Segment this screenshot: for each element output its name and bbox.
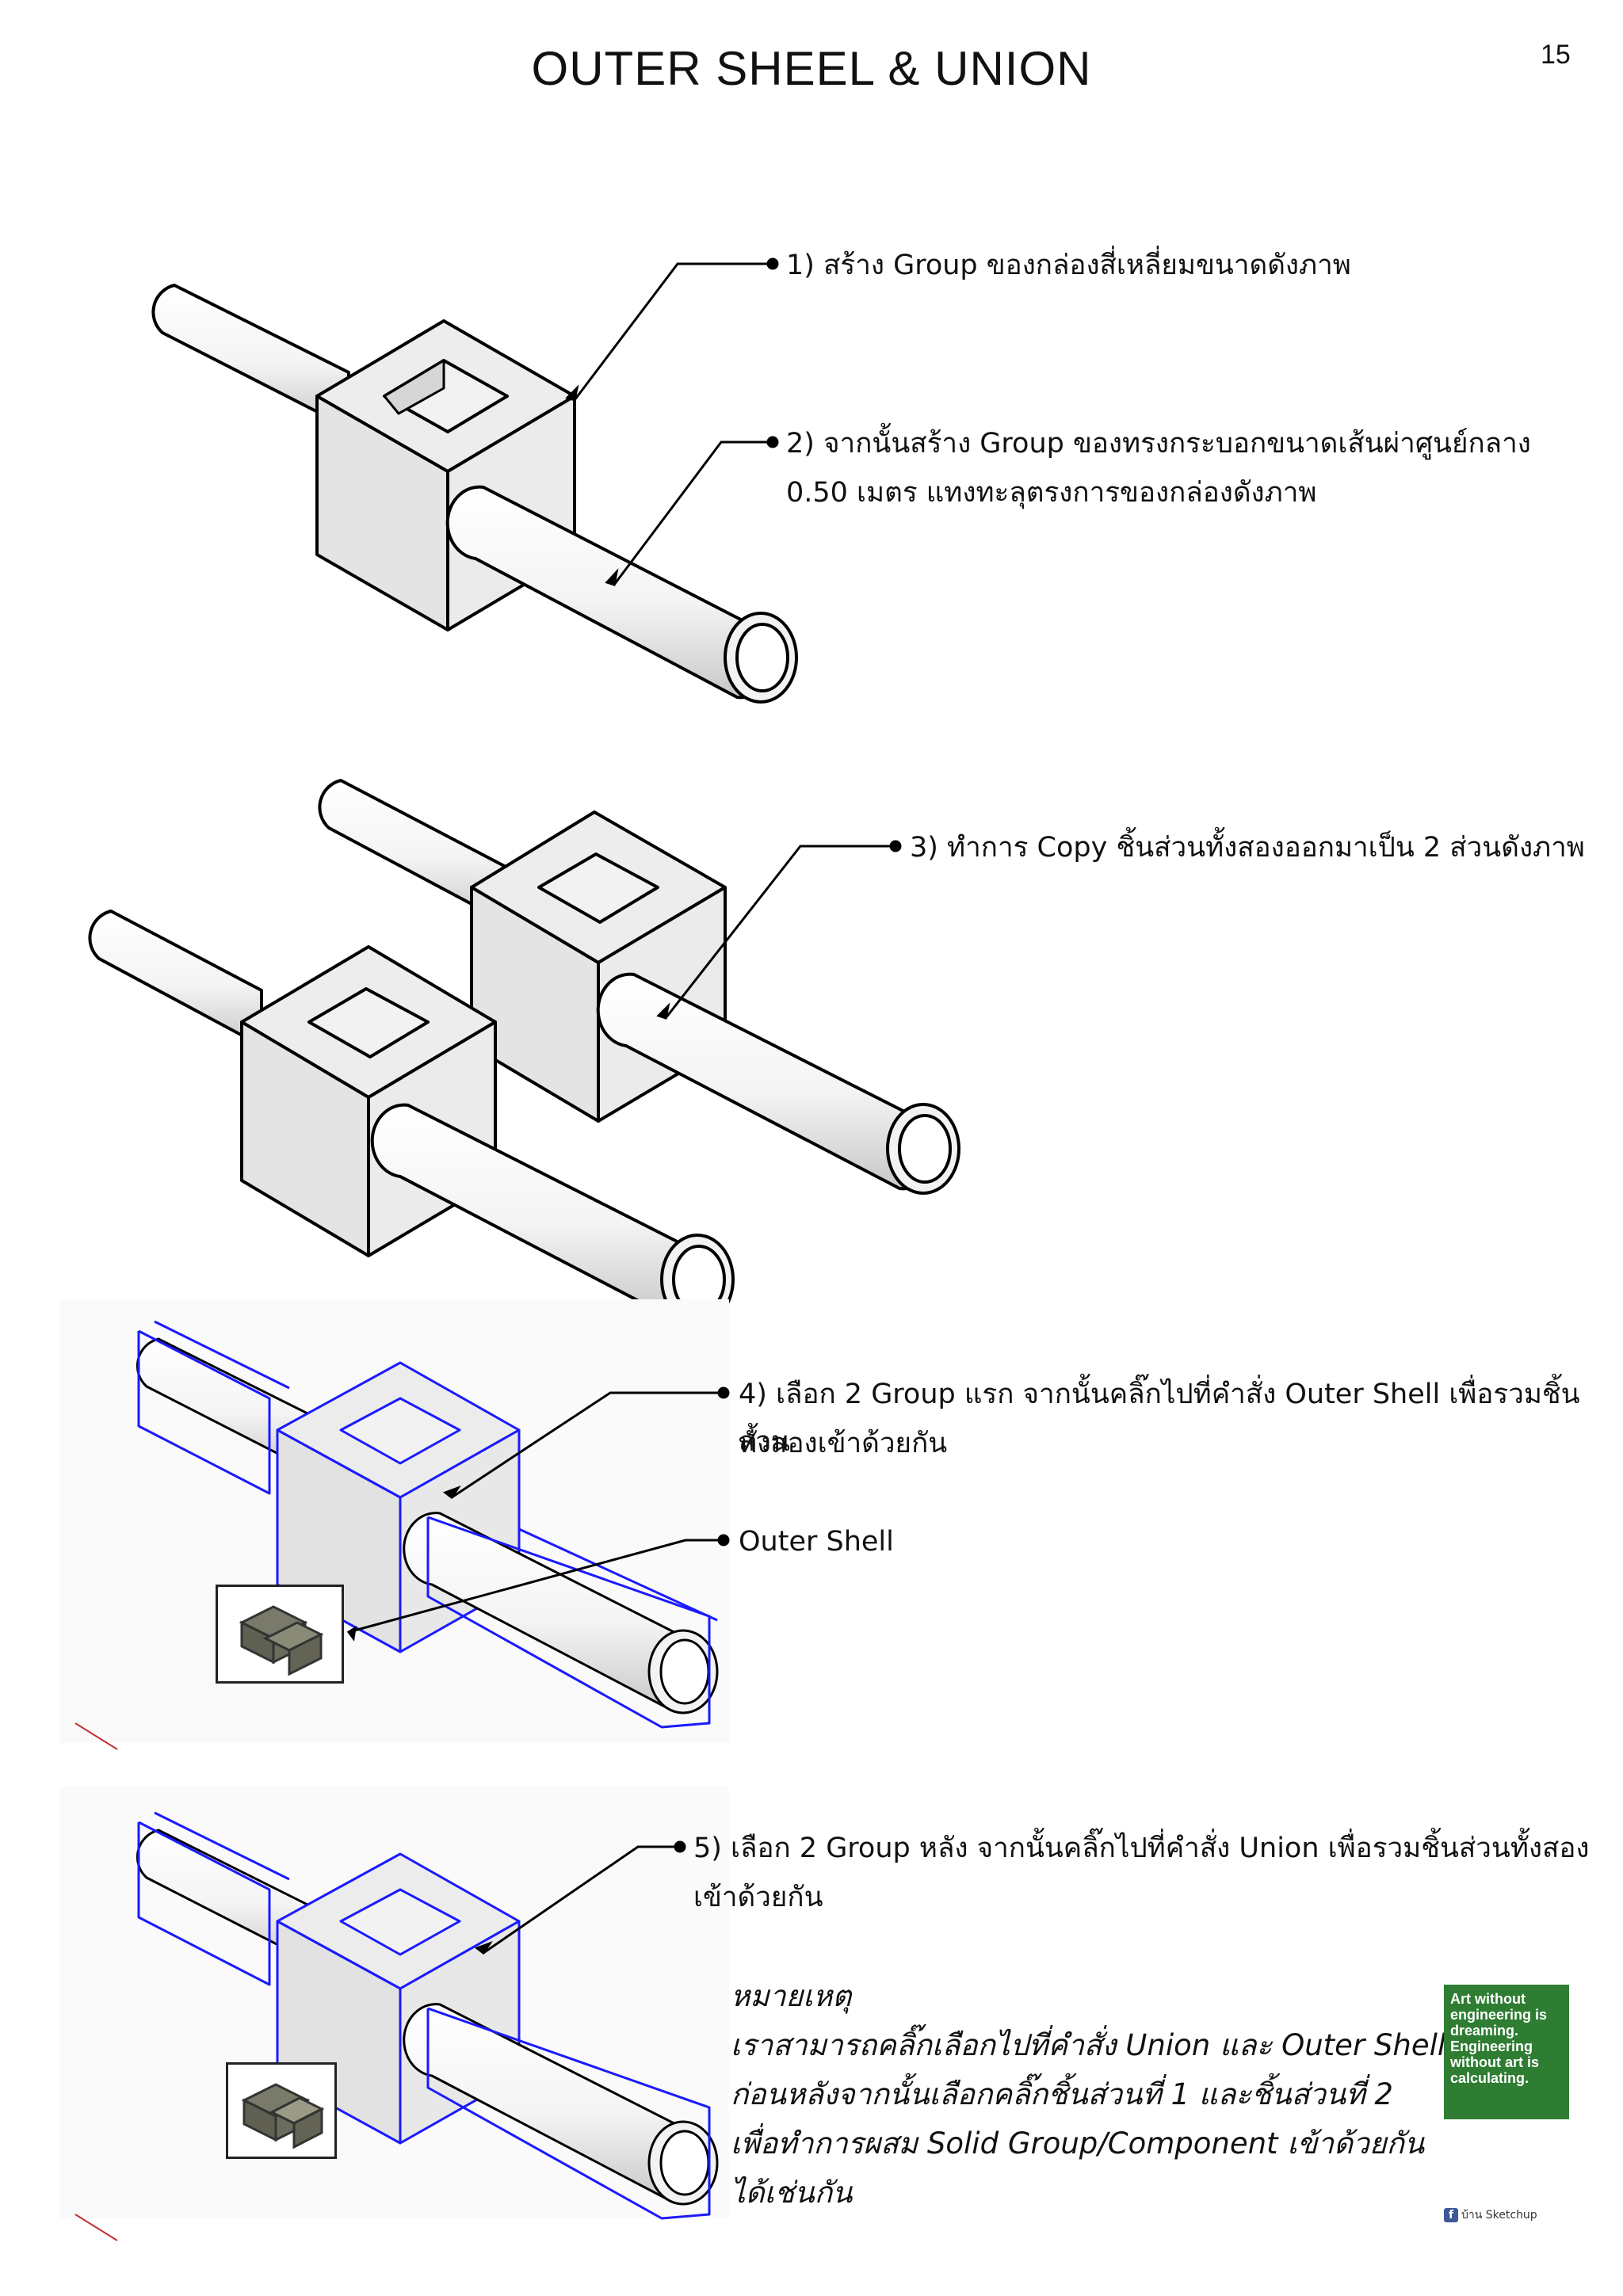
step-3-text: 3) ทำการ Copy ชิ้นส่วนทั้งสองออกมาเป็น 2…	[910, 832, 1585, 864]
figure-4-union	[59, 1787, 729, 2220]
outer-shell-tool-icon[interactable]	[216, 1585, 344, 1684]
step-4-text-line1: 4) เลือก 2 Group แรก จากนั้นคลิ๊กไปที่คำ…	[739, 1379, 1580, 1458]
promo-fb-label: บ้าน Sketchup	[1461, 2209, 1537, 2222]
step-5-text-line2: เข้าด้วยกัน	[693, 1882, 823, 1913]
crop-marks	[74, 1722, 118, 2241]
facebook-icon: f	[1444, 2208, 1458, 2222]
figure-3-outer-shell	[59, 1299, 729, 1743]
step-2-text-line2: 0.50 เมตร แทงทะลุตรงการของกล่องดังภาพ	[786, 477, 1317, 509]
page-number: 15	[1541, 40, 1571, 70]
page-title: OUTER SHEEL & UNION	[531, 42, 1092, 95]
step-5-text-line1: 5) เลือก 2 Group หลัง จากนั้นคลิ๊กไปที่ค…	[693, 1833, 1590, 1864]
promo-small-print	[1444, 2119, 1569, 2199]
note-line-4: ได้เช่นกัน	[731, 2176, 853, 2210]
step-2-text-line1: 2) จากนั้นสร้าง Group ของทรงกระบอกขนาดเส…	[786, 428, 1531, 460]
figure-2-copied-parts	[88, 779, 960, 1325]
note-heading: หมายเหตุ	[731, 1979, 852, 2013]
promo-card: Art without engineering is dreaming. Eng…	[1444, 1985, 1569, 2224]
leader-lines	[346, 257, 902, 1955]
union-tool-icon[interactable]	[226, 2062, 337, 2159]
step-1-text: 1) สร้าง Group ของกล่องสี่เหลี่ยมขนาดดัง…	[786, 250, 1351, 281]
promo-quote: Art without engineering is dreaming. Eng…	[1444, 1985, 1569, 2119]
figure-1-box-and-pipe	[151, 284, 798, 704]
note-line-1: เราสามารถคลิ๊กเลือกไปที่คำสั่ง Union และ…	[731, 2028, 1446, 2062]
step-4-text-line2: ทั้งสองเข้าด้วยกัน	[739, 1428, 948, 1459]
outer-shell-label: Outer Shell	[739, 1526, 894, 1558]
note-line-2: ก่อนหลังจากนั้นเลือกคลิ๊กชิ้นส่วนที่ 1 แ…	[731, 2077, 1393, 2111]
promo-facebook[interactable]: f บ้าน Sketchup	[1444, 2206, 1569, 2224]
note-line-3: เพื่อทำการผสม Solid Group/Component เข้า…	[731, 2126, 1425, 2161]
